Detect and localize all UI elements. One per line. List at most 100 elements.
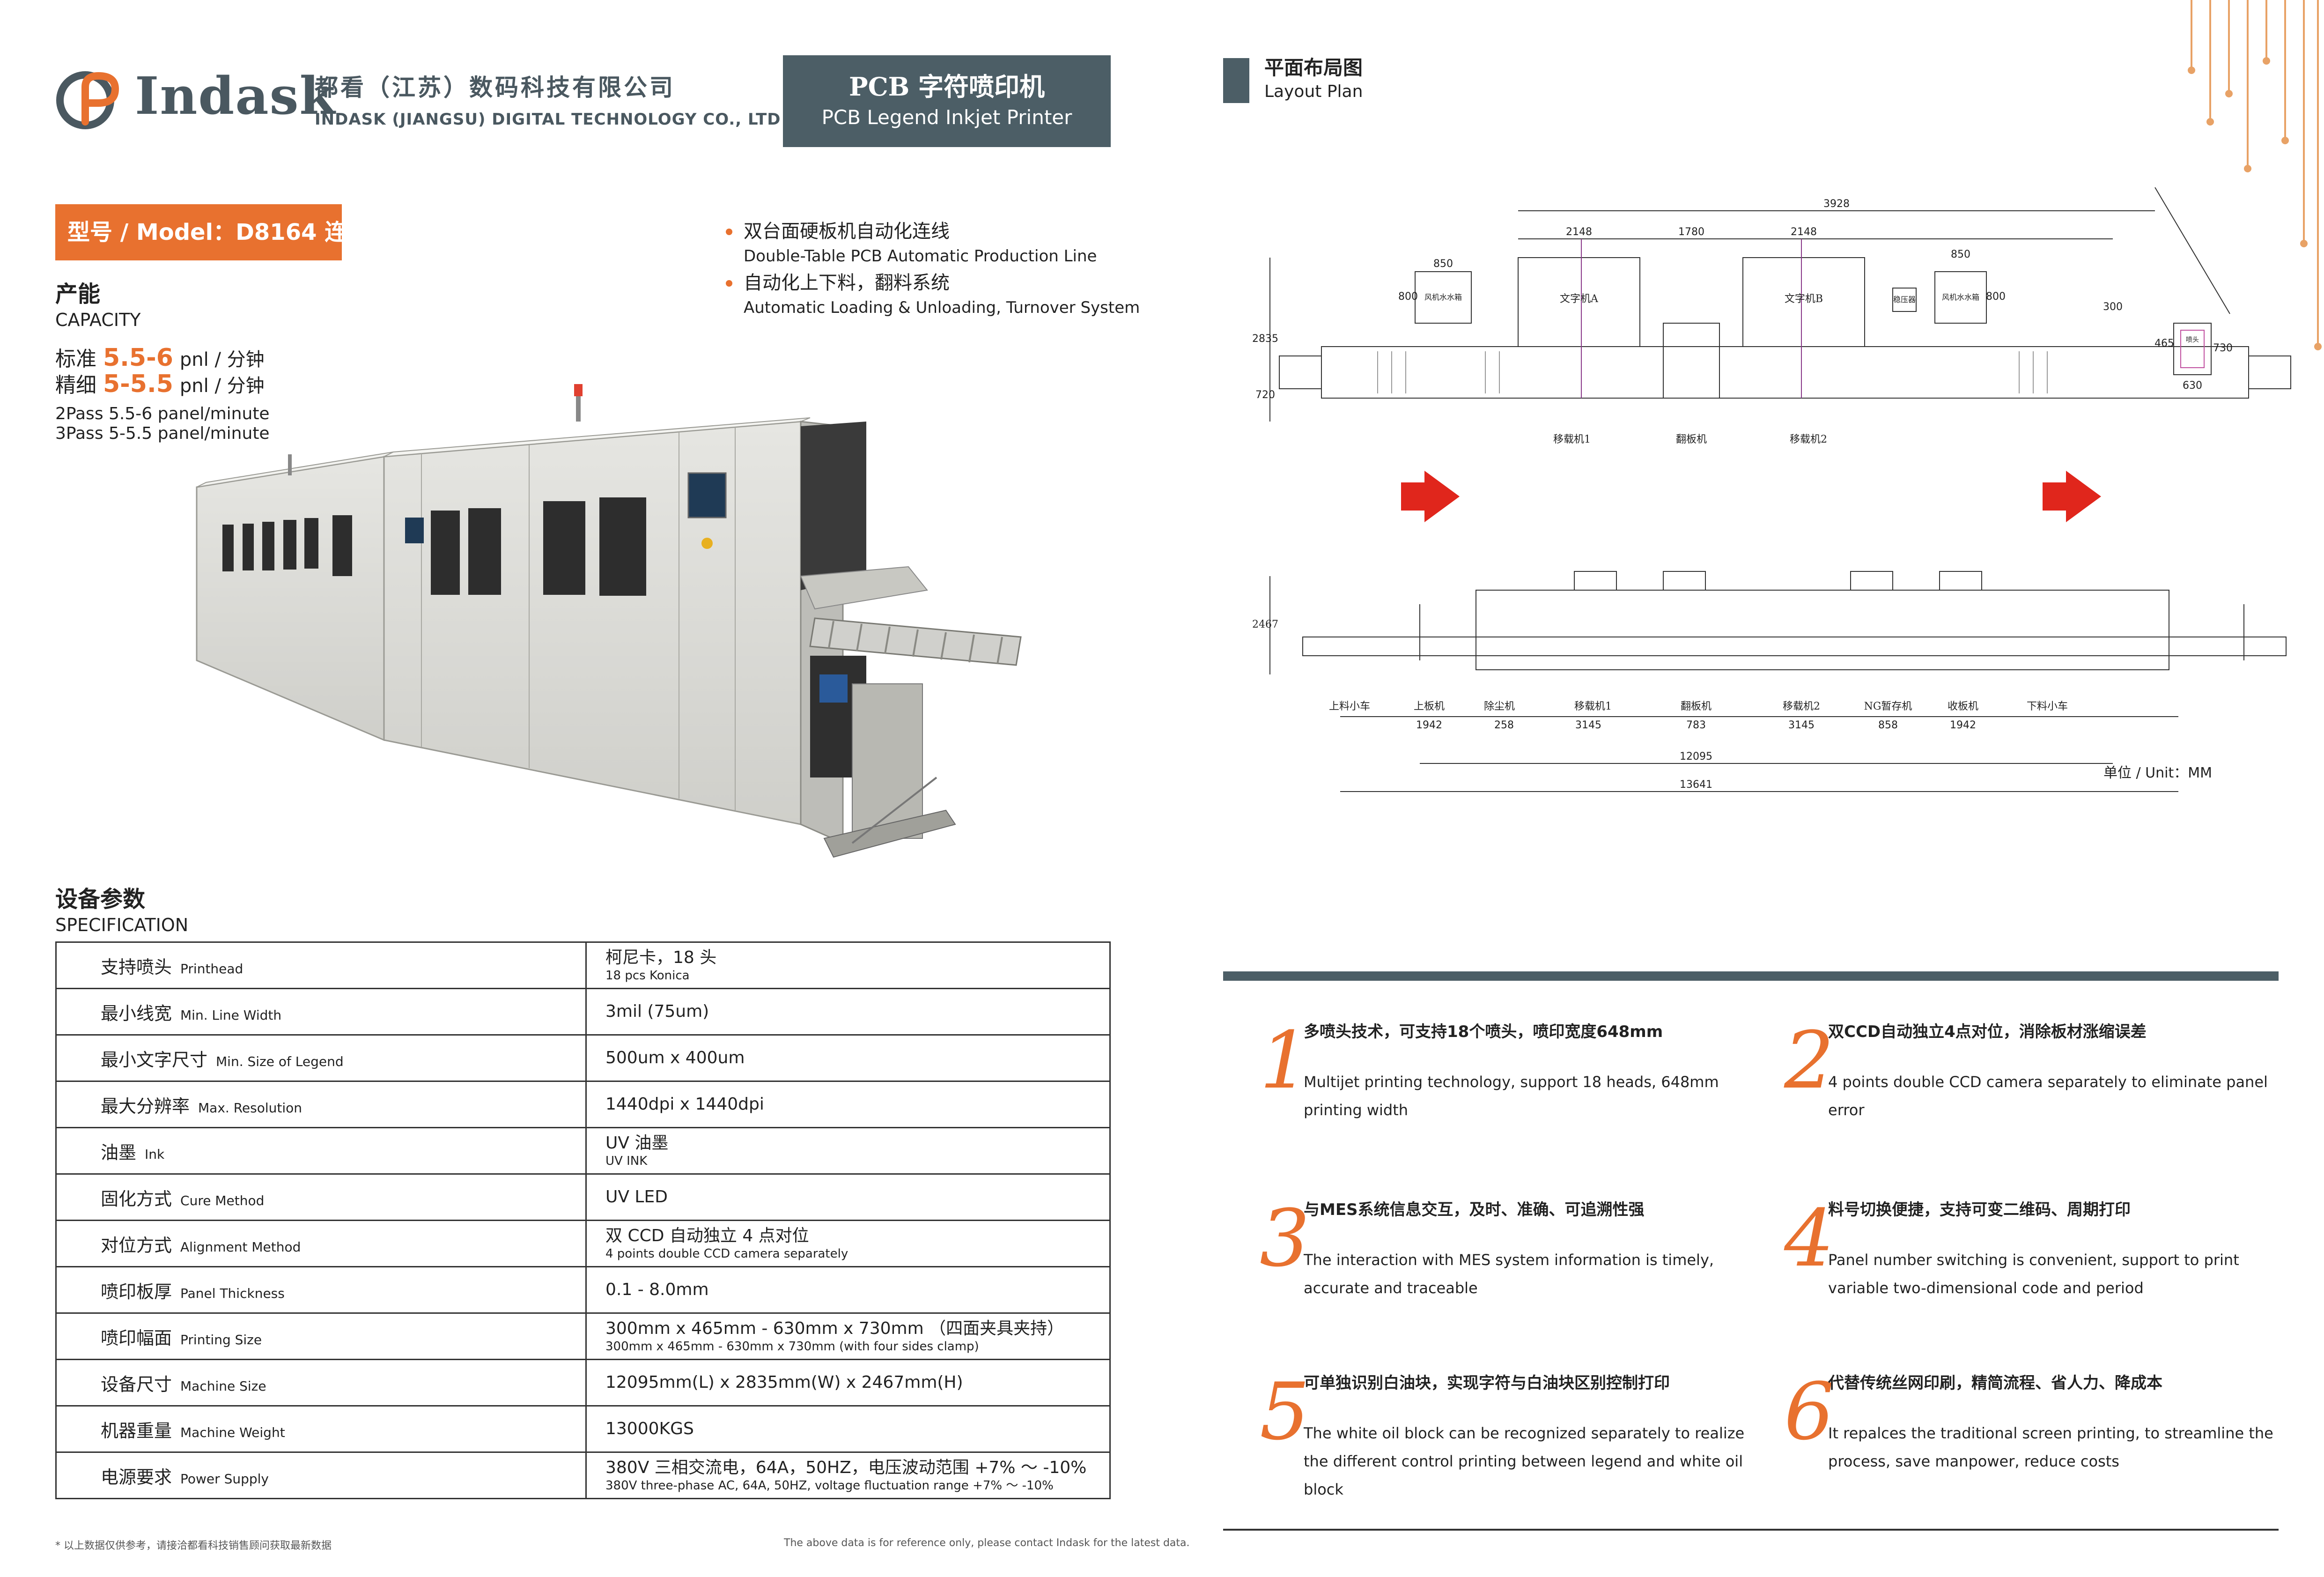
layout-station: 收板机 [1948,701,1978,712]
spec-value-main: 0.1 - 8.0mm [605,1280,709,1300]
layout-dim: 13641 [1680,779,1712,791]
spec-key-cn: 固化方式 [101,1188,172,1209]
spec-key-cn: 喷印幅面 [101,1327,172,1348]
feature-title: 料号切换便捷，支持可变二维码、周期打印 [1828,1200,2131,1219]
spec-value-main: 500um x 400um [605,1048,745,1068]
layout-dim: 1942 [1416,719,1442,731]
spec-key-cn: 喷印板厚 [101,1281,172,1302]
spec-value-main: 380V 三相交流电，64A，50HZ，电压波动范围 +7% ～ -10% [605,1458,1087,1477]
spec-value: 3mil (75um) [585,988,1111,1036]
product-title-box: PCB 字符喷印机 PCB Legend Inkjet Printer [783,55,1111,147]
spec-key-cn: 最小线宽 [101,1003,172,1024]
spec-value-main: 双 CCD 自动独立 4 点对位 [605,1226,809,1245]
spec-value: 500um x 400um [585,1034,1111,1082]
spec-key-cn: 电源要求 [101,1466,172,1488]
feature-item: 6 代替传统丝网印刷，精简流程、省人力、降成本 It repalces the … [1784,1372,2276,1494]
layout-plan-drawing: 3928 2148 1780 2148 850 850 800 800 2835… [1252,187,2291,792]
top-feature-cn: 双台面硬板机自动化连线 [744,221,950,242]
layout-label: 文字机A [1560,293,1599,305]
layout-station: 上板机 [1414,701,1445,712]
spec-value-main: 柯尼卡，18 头 [605,948,717,967]
spec-value: 1440dpi x 1440dpi [585,1081,1111,1128]
feature-title: 与MES系统信息交互，及时、准确、可追溯性强 [1304,1200,1645,1219]
layout-label: 文字机B [1785,293,1823,305]
bottom-rule [1223,1529,2279,1531]
spec-key-en: Alignment Method [180,1239,301,1255]
layout-label: 风机水水箱 [1942,293,1979,302]
feature-desc: The interaction with MES system informat… [1304,1251,1714,1297]
spec-value-main: 13000KGS [605,1419,694,1439]
product-title-en: PCB Legend Inkjet Printer [821,106,1072,129]
feature-title: 双CCD自动独立4点对位，消除板材涨缩误差 [1828,1022,2147,1041]
model-badge: 型号 / Model：D8164 连线 [55,204,369,260]
bullet-dot-icon [726,280,732,287]
layout-dim: 800 [1986,291,2006,303]
layout-station: 移载机2 [1783,701,1820,712]
layout-dim: 3145 [1575,719,1601,731]
feature-desc: 4 points double CCD camera separately to… [1828,1073,2268,1119]
feature-title: 代替传统丝网印刷，精简流程、省人力、降成本 [1828,1374,2162,1392]
feature-item: 2 双CCD自动独立4点对位，消除板材涨缩误差 4 points double … [1784,1021,2276,1143]
feature-item: 5 可单独识别白油块，实现字符与白油块区别控制打印 The white oil … [1260,1366,1751,1498]
layout-station: 下料小车 [2027,701,2068,712]
company-name-cn: 都看（江苏）数码科技有限公司 [315,74,675,101]
top-feature-en: Automatic Loading & Unloading, Turnover … [744,298,1140,317]
layout-dim: 1780 [1678,226,1704,238]
layout-dim: 3145 [1788,719,1815,731]
spec-value-sub: 18 pcs Konica [605,969,690,983]
layout-dim: 850 [1951,249,1970,260]
spec-value: 双 CCD 自动独立 4 点对位 4 points double CCD came… [585,1220,1111,1267]
capacity-value: 5-5.5 [103,370,173,398]
spec-key-en: Min. Size of Legend [216,1053,344,1069]
layout-dim: 1942 [1950,719,1976,731]
spec-key-cn: 机器重量 [101,1420,172,1441]
circuit-decoration [2188,0,2322,350]
machine-photo [196,384,1022,858]
spec-value-sub: 380V three-phase AC, 64A, 50HZ, voltage … [605,1479,1054,1493]
feature-number: 2 [1784,1014,1834,1106]
spec-value: 0.1 - 8.0mm [585,1266,1111,1314]
table-row: 喷印板厚 Panel Thickness 0.1 - 8.0mm [55,1266,1111,1314]
layout-dim: 858 [1878,719,1898,731]
spec-value-sub: 4 points double CCD camera separately [605,1247,848,1261]
layout-dim: 465 [2154,338,2174,349]
spec-key: 喷印板厚 Panel Thickness [55,1266,587,1314]
layout-station: 翻板机 [1681,701,1712,712]
capacity-unit: pnl / 分钟 [179,349,265,370]
spec-value-main: UV LED [605,1187,668,1207]
spec-key: 固化方式 Cure Method [55,1173,587,1221]
table-row: 支持喷头 Printhead 柯尼卡，18 头 18 pcs Konica [55,941,1111,989]
right-arrow-icon [2043,471,2101,522]
spec-value: 380V 三相交流电，64A，50HZ，电压波动范围 +7% ～ -10% 380… [585,1451,1111,1499]
product-title-cn: PCB 字符喷印机 [848,72,1045,102]
spec-key-en: Cure Method [180,1192,265,1208]
company-name-en: INDASK (JIANGSU) DIGITAL TECHNOLOGY CO.,… [315,110,781,129]
right-arrow-icon [1401,471,1460,522]
spec-key-en: Printhead [180,961,243,977]
layout-label: 翻板机 [1676,434,1707,445]
layout-label: 风机水水箱 [1424,293,1462,302]
feature-item: 4 料号切换便捷，支持可变二维码、周期打印 Panel number switc… [1784,1199,2276,1321]
feature-desc: The white oil block can be recognized se… [1304,1424,1745,1498]
feature-number: 5 [1260,1366,1310,1458]
footnote-cn: * 以上数据仅供参考，请接洽都看科技销售顾问获取最新数据 [55,1540,332,1552]
spec-key: 支持喷头 Printhead [55,941,587,989]
table-row: 最小文字尺寸 Min. Size of Legend 500um x 400um [55,1034,1111,1082]
spec-key-cn: 最小文字尺寸 [101,1049,208,1070]
spec-key-en: Panel Thickness [180,1285,285,1301]
capacity-en-line: 2Pass 5.5-6 panel/minute [55,404,270,423]
layout-plan-title-en: Layout Plan [1264,82,1363,101]
layout-label: 稳压器 [1893,295,1916,304]
spec-key-cn: 支持喷头 [101,956,172,977]
